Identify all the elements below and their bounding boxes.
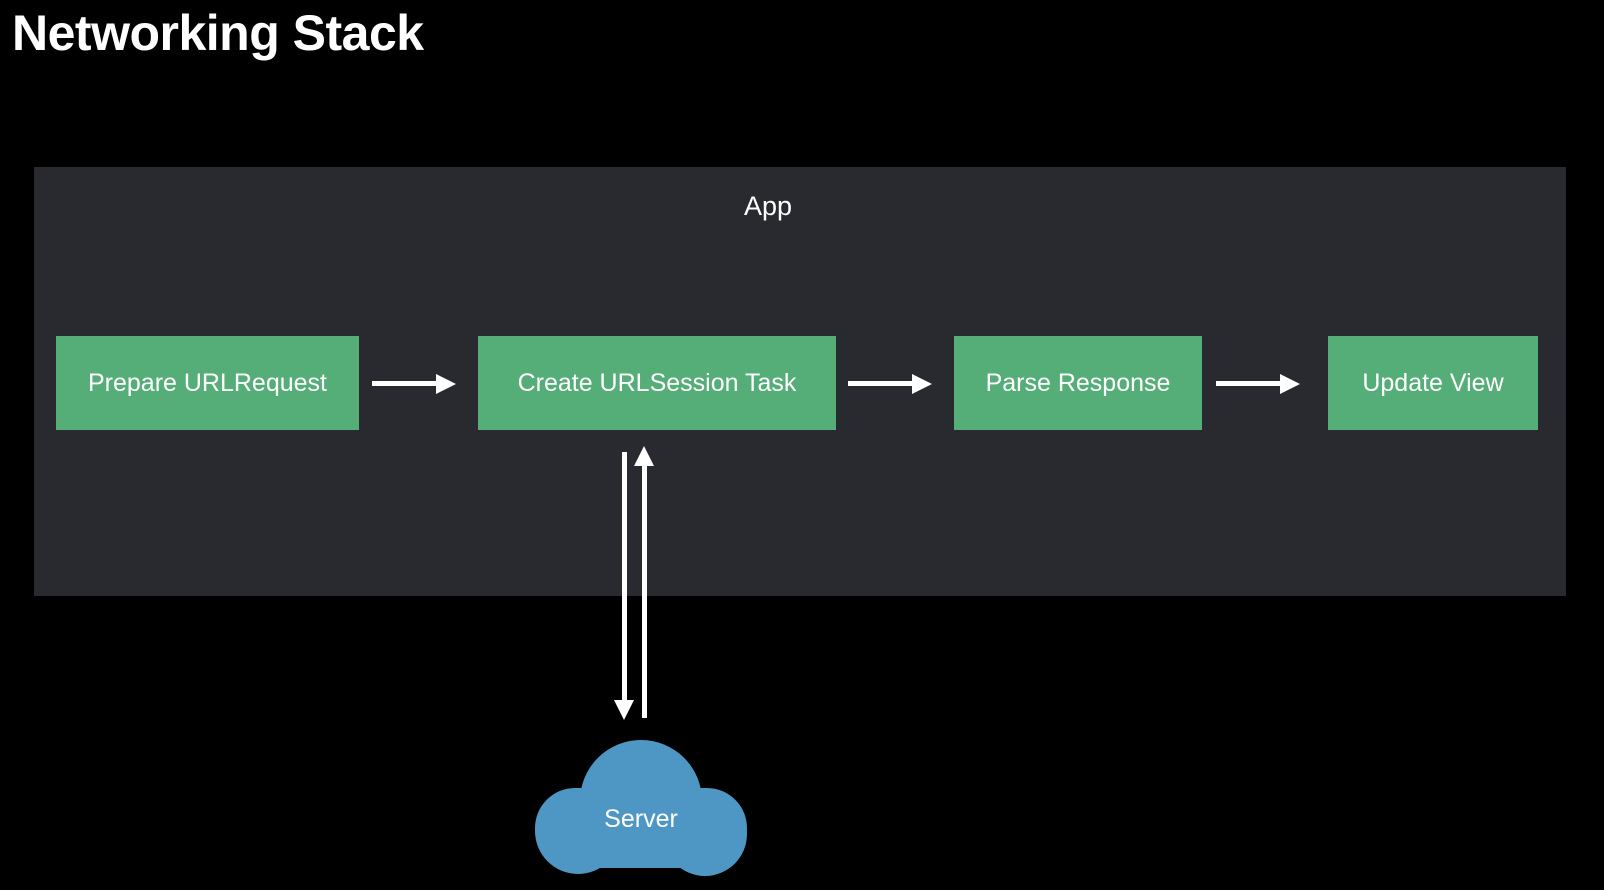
- server-label-text: Server: [604, 804, 678, 833]
- arrow-down-icon: [612, 452, 638, 720]
- arrow-head: [436, 374, 456, 394]
- node-create-urlsession-task[interactable]: Create URLSession Task: [478, 336, 836, 430]
- arrow-right-icon: [848, 374, 932, 394]
- arrow-head: [614, 700, 634, 720]
- arrow-shaft: [848, 381, 914, 386]
- node-update-view[interactable]: Update View: [1328, 336, 1538, 430]
- arrow-up-icon: [632, 446, 658, 718]
- node-label: Parse Response: [985, 368, 1171, 397]
- arrow-right-icon: [1216, 374, 1300, 394]
- arrow-shaft: [642, 466, 647, 718]
- node-prepare-urlrequest[interactable]: Prepare URLRequest: [56, 336, 359, 430]
- arrow-right-icon: [372, 374, 456, 394]
- arrow-head: [634, 446, 654, 466]
- node-parse-response[interactable]: Parse Response: [954, 336, 1202, 430]
- arrow-shaft: [372, 381, 438, 386]
- page-title: Networking Stack: [12, 5, 424, 61]
- node-server-cloud[interactable]: Server: [535, 734, 747, 876]
- node-label: Prepare URLRequest: [87, 368, 327, 397]
- arrow-head: [1280, 374, 1300, 394]
- arrow-shaft: [1216, 381, 1282, 386]
- cloud-puff-top: [580, 740, 702, 862]
- node-label: Create URLSession Task: [517, 368, 797, 397]
- arrow-shaft: [622, 452, 627, 702]
- app-container-label: App: [743, 191, 793, 221]
- node-label: Update View: [1362, 368, 1504, 397]
- node-label: Server: [535, 734, 747, 868]
- arrow-head: [912, 374, 932, 394]
